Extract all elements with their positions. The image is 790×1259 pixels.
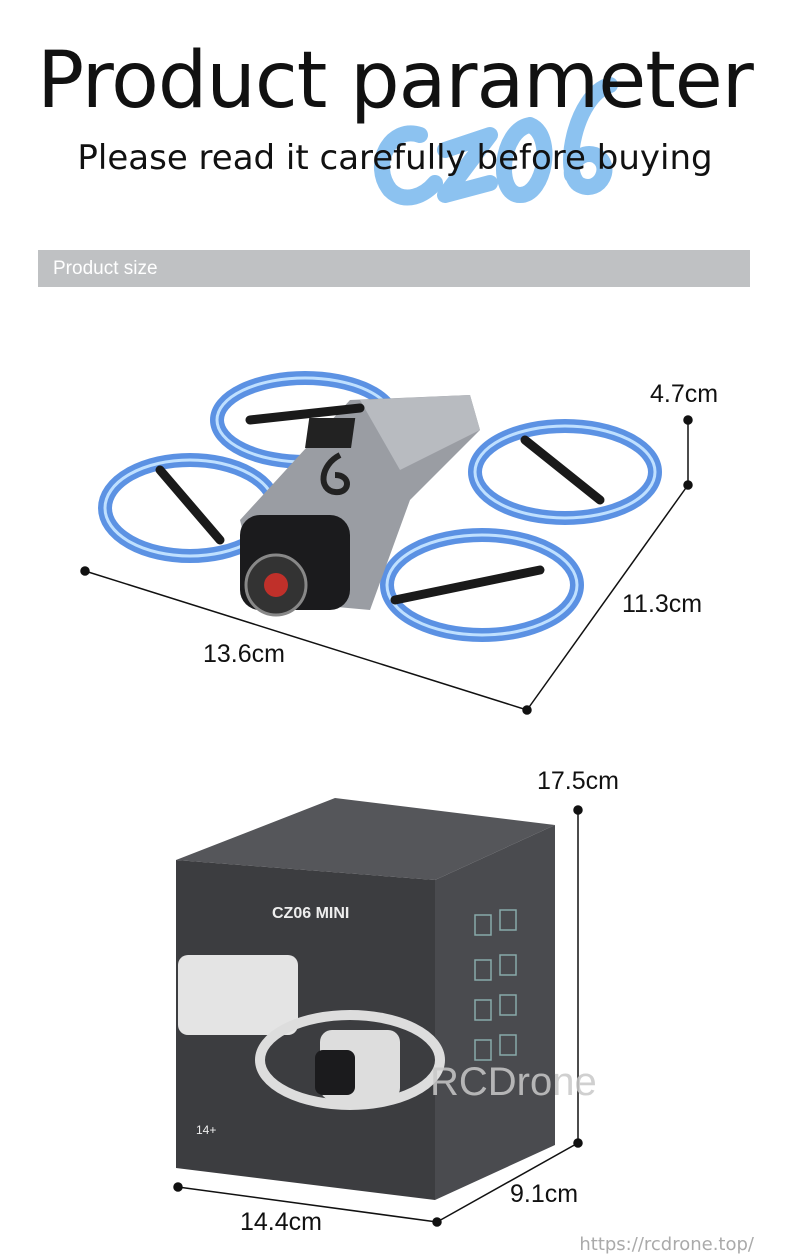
- box-length-label: 14.4cm: [240, 1208, 322, 1236]
- drone-width-label: 11.3cm: [622, 590, 703, 618]
- cz06-script-logo: [373, 77, 618, 206]
- page-subtitle: Please read it carefully before buying: [77, 138, 713, 178]
- drone-length-label: 13.6cm: [203, 640, 285, 668]
- dimension-lines: [80, 415, 693, 1227]
- page-title: Product parameter: [37, 36, 754, 126]
- box-age-label: 14+: [196, 1123, 217, 1137]
- box-image: [176, 798, 555, 1200]
- box-height-label: 17.5cm: [537, 767, 619, 795]
- section-header-bar: Product size: [38, 250, 750, 287]
- watermark: RCDrone: [430, 1060, 597, 1104]
- box-width-label: 9.1cm: [510, 1180, 579, 1208]
- source-url: https://rcdrone.top/: [579, 1234, 754, 1255]
- drone-image: [98, 371, 662, 642]
- box-model-label: CZ06 MINI: [272, 905, 350, 922]
- section-label: Product size: [53, 258, 158, 279]
- drone-height-label: 4.7cm: [650, 380, 719, 408]
